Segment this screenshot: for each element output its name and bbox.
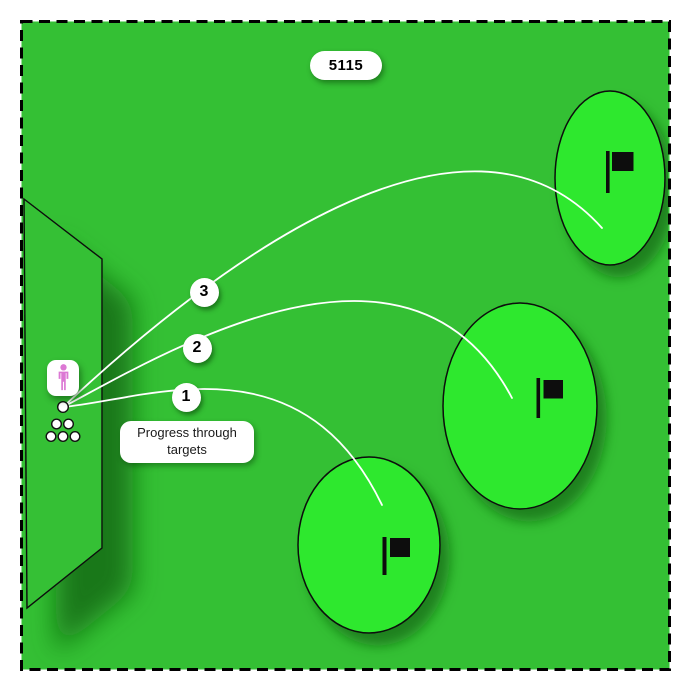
player-card xyxy=(47,360,79,396)
step-marker-1: 1 xyxy=(171,382,201,412)
green-target-3 xyxy=(554,90,666,266)
person-icon xyxy=(58,364,68,391)
flag-icon xyxy=(382,537,410,575)
trajectory-path-3 xyxy=(62,170,603,408)
ball-dots xyxy=(45,418,81,443)
trajectory-path-2 xyxy=(62,300,513,408)
distance-badge-label: 5115 xyxy=(328,57,364,74)
caption-line-2: targets xyxy=(167,442,207,457)
green-target-1 xyxy=(297,456,441,634)
start-point-dot xyxy=(57,401,70,414)
green-target-2 xyxy=(442,302,598,510)
flag-icon xyxy=(606,151,634,193)
caption-line-1: Progress through xyxy=(137,425,237,441)
caption-box: Progress through targets xyxy=(120,421,254,463)
flag-icon xyxy=(536,378,563,418)
step-marker-label: 3 xyxy=(199,283,209,300)
trajectory-path-1 xyxy=(62,388,383,506)
step-marker-label: 2 xyxy=(192,339,202,356)
step-marker-label: 1 xyxy=(181,388,191,405)
step-marker-3: 3 xyxy=(189,277,219,307)
step-marker-2: 2 xyxy=(182,333,212,363)
distance-badge: 5115 xyxy=(310,51,382,80)
dashed-border xyxy=(20,20,671,671)
